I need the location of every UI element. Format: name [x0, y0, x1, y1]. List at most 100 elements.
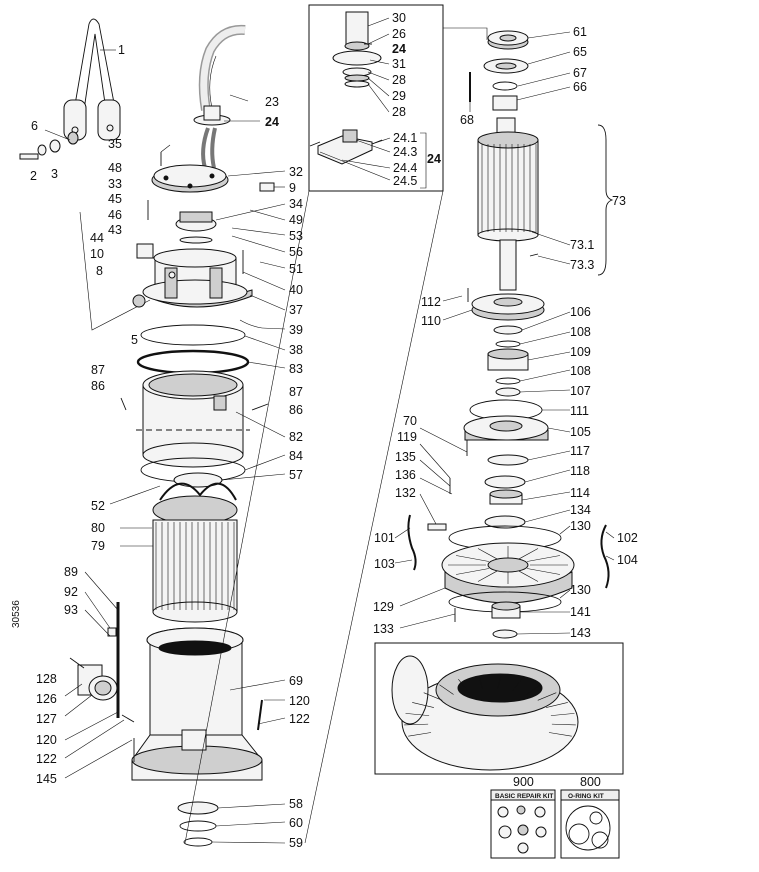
label-45: 45 [108, 192, 122, 206]
label-39: 39 [289, 323, 303, 337]
ring-108a [495, 340, 521, 348]
label-112: 112 [421, 295, 441, 309]
impeller-ribs-line [546, 702, 568, 708]
label-24-4: 24.4 [393, 161, 417, 175]
impeller-ribs-line [404, 723, 429, 726]
impeller-ribs-line [458, 679, 468, 691]
brace-73 [597, 124, 614, 276]
label-134: 134 [570, 503, 591, 517]
gasket-117 [487, 454, 529, 466]
label-57: 57 [289, 468, 303, 482]
inset-bracket [420, 132, 427, 189]
label-28-top: 28 [392, 73, 406, 87]
top-cover [151, 164, 229, 193]
label-120-right: 120 [289, 694, 310, 708]
label-108-top: 108 [570, 325, 591, 339]
rotor-bars [481, 144, 537, 232]
label-kit-900: 900 [513, 775, 534, 789]
label-119: 119 [397, 430, 417, 444]
label-111: 111 [570, 404, 589, 418]
label-24-1: 24.1 [393, 131, 417, 145]
label-69: 69 [289, 674, 303, 688]
label-37: 37 [289, 303, 303, 317]
label-30: 30 [392, 11, 406, 25]
label-118: 118 [570, 464, 590, 478]
cable-entry [193, 105, 231, 169]
label-83: 83 [289, 362, 303, 376]
label-40: 40 [289, 283, 303, 297]
bail-fasteners [19, 131, 79, 160]
label-136: 136 [395, 468, 416, 482]
label-102: 102 [617, 531, 638, 545]
lifting-bail [63, 12, 125, 141]
label-8: 8 [96, 264, 103, 278]
label-89: 89 [64, 565, 78, 579]
casing-ribs [448, 546, 568, 584]
label-33: 33 [108, 177, 122, 191]
ring-66 [492, 95, 518, 111]
label-103: 103 [374, 557, 395, 571]
label-70: 70 [403, 414, 417, 428]
label-35: 35 [108, 137, 122, 151]
label-kit-800: 800 [580, 775, 601, 789]
label-3: 3 [51, 167, 58, 181]
label-1: 1 [118, 43, 125, 57]
label-24-3: 24.3 [393, 145, 417, 159]
label-80: 80 [91, 521, 105, 535]
label-32: 32 [289, 165, 303, 179]
seal-114 [489, 489, 523, 505]
casing-ribs-line [518, 570, 539, 582]
screw-120b [257, 699, 263, 731]
label-92: 92 [64, 585, 78, 599]
bearing-61 [487, 30, 529, 50]
label-73: 73 [612, 194, 626, 208]
impeller-vanes [404, 676, 576, 737]
label-84: 84 [289, 449, 303, 463]
stator-housing [136, 370, 250, 468]
label-135: 135 [395, 450, 416, 464]
screw-120a [121, 714, 135, 723]
rotor [477, 117, 539, 291]
label-24-5: 24.5 [393, 174, 417, 188]
pump-housing [131, 627, 263, 781]
label-48: 48 [108, 161, 122, 175]
key-73-3 [529, 253, 539, 257]
label-28-bottom: 28 [392, 105, 406, 119]
bearing-109 [487, 348, 529, 371]
label-104: 104 [617, 553, 638, 567]
casing-ribs-line [455, 555, 490, 562]
label-44: 44 [90, 231, 104, 245]
ring-143 [492, 629, 518, 639]
label-87-left: 87 [91, 363, 105, 377]
label-52: 52 [91, 499, 105, 513]
casing-ribs-line [477, 548, 498, 560]
label-130-bottom: 130 [570, 583, 591, 597]
ring-59 [183, 837, 213, 847]
label-129: 129 [373, 600, 394, 614]
label-122-left: 122 [36, 752, 57, 766]
label-23: 23 [265, 95, 279, 109]
impeller-ribs-line [412, 702, 434, 708]
o-ring-kit-title: O-RING KIT [568, 793, 604, 800]
power-cable [198, 24, 246, 111]
label-108-bottom: 108 [570, 364, 591, 378]
washer-5 [132, 294, 146, 308]
label-106: 106 [570, 305, 591, 319]
casing-ribs-line [455, 568, 490, 575]
label-26: 26 [392, 27, 406, 41]
label-9: 9 [289, 181, 296, 195]
label-56: 56 [289, 245, 303, 259]
label-46: 46 [108, 208, 122, 222]
label-110: 110 [421, 314, 441, 328]
plate-58 [177, 801, 219, 815]
label-86-right: 86 [289, 403, 303, 417]
inset-leader-c [443, 27, 488, 40]
label-145: 145 [36, 772, 57, 786]
label-24-inset: 24 [392, 42, 406, 56]
label-43: 43 [108, 223, 122, 237]
impeller-ribs-line [512, 679, 522, 691]
label-101: 101 [374, 531, 395, 545]
label-133: 133 [373, 622, 394, 636]
impeller-ribs-line [439, 684, 454, 695]
